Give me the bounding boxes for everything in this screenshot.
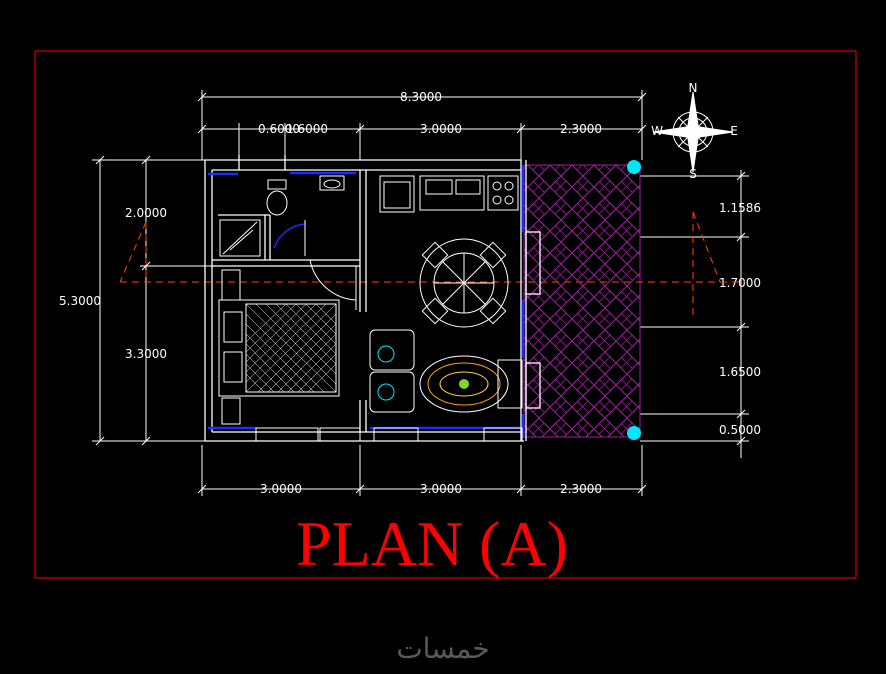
sofa-chairs <box>369 329 415 413</box>
kitchen-counter <box>379 175 519 213</box>
window-frames <box>255 427 523 442</box>
section-line <box>119 211 745 320</box>
right-seg-dim-1: 1.1586 <box>719 201 761 215</box>
bathroom-fixtures <box>219 175 345 425</box>
right-seg-dim-4: 0.5000 <box>719 423 761 437</box>
doors <box>273 220 357 310</box>
right-seg-dim-2: 1.7000 <box>719 276 761 290</box>
bottom-seg-dim-1: 3.0000 <box>260 482 302 496</box>
bed <box>218 299 340 397</box>
left-total-dim: 5.3000 <box>59 294 101 308</box>
compass-east-label: E <box>730 124 738 138</box>
right-seg-dim-3: 1.6500 <box>719 365 761 379</box>
left-dimensions <box>92 155 222 446</box>
column-marker-top <box>627 160 641 174</box>
top-dimensions <box>197 90 647 160</box>
bottom-seg-dim-3: 2.3000 <box>560 482 602 496</box>
dining-table <box>419 238 509 328</box>
column-marker-bottom <box>627 426 641 440</box>
compass-west-label: W <box>651 124 663 138</box>
compass-icon <box>652 91 734 173</box>
watermark: خمسات <box>396 632 489 665</box>
top-total-dim: 8.3000 <box>400 90 442 104</box>
right-dimensions <box>640 170 749 458</box>
top-seg-dim-2: 1.6000 <box>286 122 328 136</box>
coffee-table <box>419 355 523 413</box>
compass-north-label: N <box>689 81 698 95</box>
left-seg-dim-1: 2.0000 <box>125 206 167 220</box>
top-seg-dim-3: 3.0000 <box>420 122 462 136</box>
bottom-seg-dim-2: 3.0000 <box>420 482 462 496</box>
left-seg-dim-2: 3.3000 <box>125 347 167 361</box>
bottom-dimensions <box>197 445 647 496</box>
plan-title: PLAN (A) <box>296 508 568 579</box>
compass-south-label: S <box>689 167 697 181</box>
drawing-frame <box>34 50 857 579</box>
top-seg-dim-4: 2.3000 <box>560 122 602 136</box>
patio-hatch <box>523 164 641 438</box>
walls <box>204 155 541 442</box>
top-seg-dim-1: 0.6000 <box>258 122 300 136</box>
